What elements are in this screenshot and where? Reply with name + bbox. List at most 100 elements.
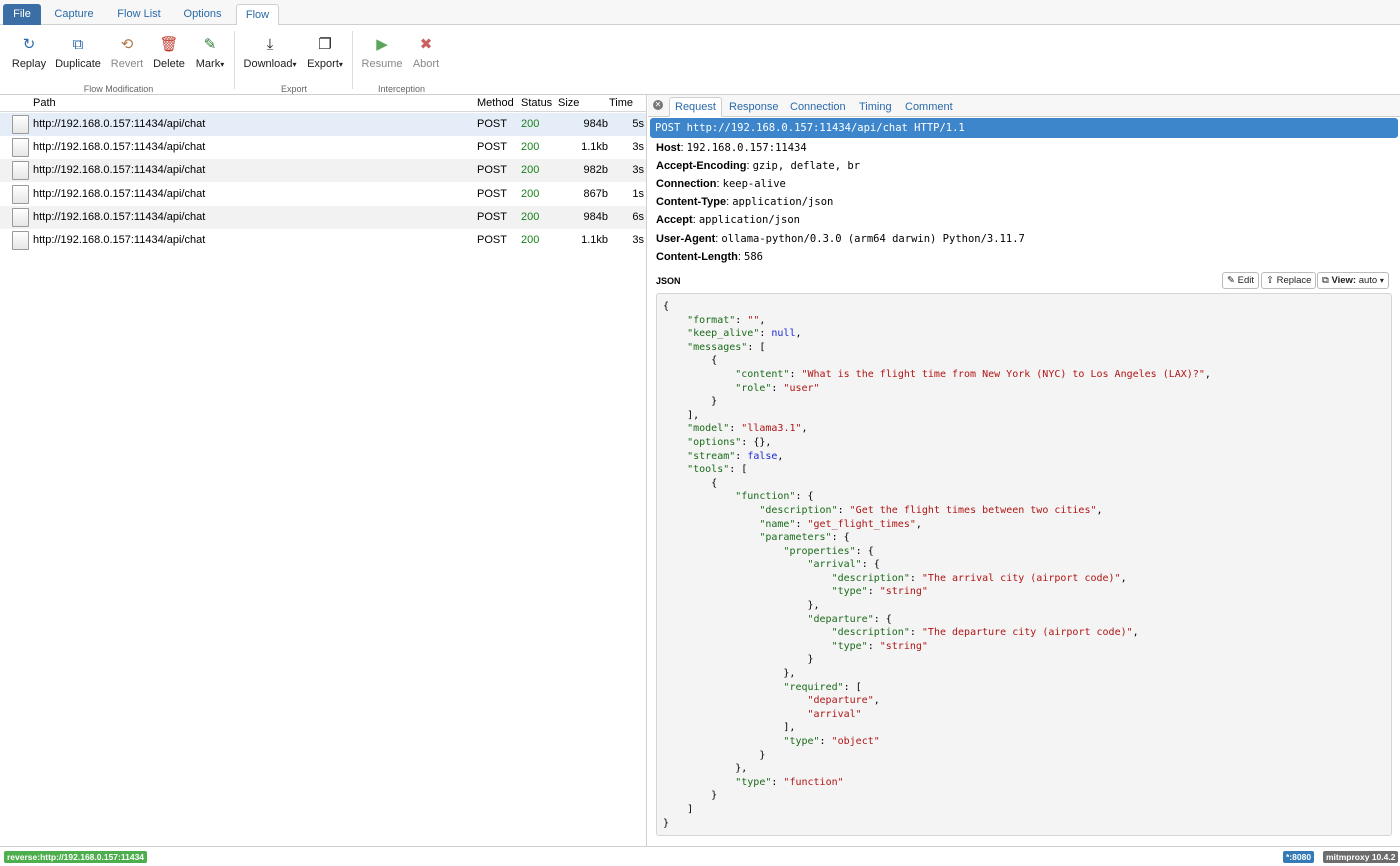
json-line: ], [663, 722, 796, 734]
json-line: } [663, 749, 766, 761]
json-line: "required": [ [783, 681, 862, 693]
document-icon [12, 161, 29, 180]
flow-row[interactable]: http://192.168.0.157:11434/api/chat POST… [0, 136, 646, 159]
flow-row[interactable]: http://192.168.0.157:11434/api/chat POST… [0, 159, 646, 182]
menu-file[interactable]: File [3, 4, 41, 25]
flow-list-header: Path Method Status Size Time [0, 95, 647, 112]
download-icon: ⤓ [266, 36, 274, 53]
json-line: } [663, 817, 670, 829]
abort-icon: ✖ [419, 36, 433, 53]
toolbar: ↻ Replay ⧉ Duplicate ⟲ Revert 🗑 Delete ✎… [0, 25, 1400, 95]
export-button[interactable]: ❐ Export▾ [304, 35, 346, 70]
header-row: Accept-Encoding: gzip, deflate, br [656, 160, 861, 172]
flow-row[interactable]: http://192.168.0.157:11434/api/chat POST… [0, 113, 646, 136]
abort-button[interactable]: ✖ Abort [409, 35, 443, 70]
json-line: } [663, 654, 814, 666]
group-label-flow-modification: Flow Modification [83, 84, 154, 94]
toolbar-divider [352, 31, 353, 89]
json-line: "name": "get_flight_times", [759, 518, 922, 530]
content-type-label: JSON [656, 276, 681, 286]
column-path[interactable]: Path [33, 97, 56, 109]
json-line: ], [663, 409, 700, 421]
json-line: "description": "Get the flight times bet… [759, 504, 1103, 516]
copy-icon: ❐ [318, 36, 332, 53]
json-line: }, [663, 600, 820, 612]
tab-response[interactable]: Response [729, 101, 779, 113]
json-line: "arrival" [807, 708, 862, 720]
json-line: "type": "function" [735, 776, 844, 788]
menu-capture[interactable]: Capture [54, 8, 94, 20]
tab-connection[interactable]: Connection [790, 101, 846, 113]
brush-icon: ✎ [203, 36, 217, 53]
json-line: "model": "llama3.1", [687, 423, 808, 435]
replace-button[interactable]: ⇪ Replace [1261, 272, 1317, 289]
replay-icon: ↻ [22, 36, 36, 53]
json-line: { [663, 477, 718, 489]
close-icon[interactable]: ✕ [653, 100, 663, 110]
menu-bar: File Capture Flow List Options Flow [0, 0, 1400, 26]
json-line: "description": "The arrival city (airpor… [831, 572, 1127, 584]
column-method[interactable]: Method [477, 97, 514, 109]
json-line: ] [663, 803, 694, 815]
header-row: Content-Type: application/json [656, 196, 834, 208]
flow-list: Path Method Status Size Time http://192.… [0, 95, 647, 846]
menu-options[interactable]: Options [183, 8, 222, 20]
column-time[interactable]: Time [609, 97, 634, 109]
json-line: "properties": { [783, 545, 874, 557]
flow-row[interactable]: http://192.168.0.157:11434/api/chat POST… [0, 229, 646, 252]
trash-icon: 🗑 [159, 36, 179, 53]
mark-button[interactable]: ✎ Mark▾ [193, 35, 227, 70]
port-badge: *:8080 [1283, 851, 1315, 863]
revert-button[interactable]: ⟲ Revert [110, 36, 144, 70]
json-line: "departure": { [807, 613, 892, 625]
json-line: "stream": false, [687, 450, 784, 462]
tab-request[interactable]: Request [669, 97, 722, 117]
view-mode-button[interactable]: ⧉ View: auto ▾ [1317, 272, 1389, 289]
json-line: { [663, 355, 718, 367]
json-line: "role": "user" [735, 382, 820, 394]
group-label-interception: Interception [377, 84, 426, 94]
json-line: "departure", [807, 695, 880, 707]
header-row: User-Agent: ollama-python/0.3.0 (arm64 d… [656, 233, 1025, 245]
json-body-viewer[interactable]: { "format": "", "keep_alive": null, "mes… [656, 293, 1392, 836]
delete-button[interactable]: 🗑 Delete [151, 35, 187, 70]
json-line: }, [663, 763, 748, 775]
menu-flow-list[interactable]: Flow List [117, 8, 161, 20]
tab-timing[interactable]: Timing [859, 101, 892, 113]
mode-badge: reverse:http://192.168.0.157:11434 [4, 851, 148, 863]
json-line: "type": "object" [783, 736, 880, 747]
json-line: "options": {}, [687, 436, 772, 448]
download-dropdown-caret: ▾ [292, 60, 297, 69]
json-line: "description": "The departure city (airp… [831, 627, 1139, 639]
replay-button[interactable]: ↻ Replay [11, 36, 47, 70]
json-line: "messages": [ [687, 341, 766, 353]
resume-button[interactable]: ▶ Resume [361, 36, 403, 70]
header-row: Content-Length: 586 [656, 251, 763, 263]
edit-button[interactable]: ✎ Edit [1222, 272, 1259, 289]
header-row: Accept: application/json [656, 214, 800, 226]
flow-row[interactable]: http://192.168.0.157:11434/api/chat POST… [0, 183, 646, 206]
flow-detail-pane: ✕ Request Response Connection Timing Com… [648, 95, 1400, 846]
json-line: "content": "What is the flight time from… [735, 368, 1211, 380]
menu-flow[interactable]: Flow [236, 4, 279, 26]
version-badge: mitmproxy 10.4.2 [1323, 851, 1399, 863]
view-dropdown-caret: ▾ [1379, 276, 1384, 285]
json-line: "type": "string" [831, 640, 928, 652]
tab-comment[interactable]: Comment [905, 101, 953, 113]
download-button[interactable]: ⤓ Download▾ [243, 36, 297, 70]
json-line: "keep_alive": null, [687, 328, 802, 340]
play-icon: ▶ [376, 36, 388, 53]
json-line: "arrival": { [807, 559, 880, 571]
json-line: } [663, 790, 718, 802]
duplicate-button[interactable]: ⧉ Duplicate [55, 36, 101, 70]
detail-tabs: ✕ Request Response Connection Timing Com… [648, 95, 1400, 117]
duplicate-icon: ⧉ [72, 36, 84, 53]
request-line: POST http://192.168.0.157:11434/api/chat… [650, 118, 1398, 138]
column-status[interactable]: Status [521, 97, 553, 109]
json-line: }, [663, 668, 796, 680]
flow-row[interactable]: http://192.168.0.157:11434/api/chat POST… [0, 206, 646, 229]
column-size[interactable]: Size [558, 97, 580, 109]
document-icon [12, 138, 29, 157]
header-row: Connection: keep-alive [656, 178, 786, 190]
document-icon [12, 185, 29, 204]
